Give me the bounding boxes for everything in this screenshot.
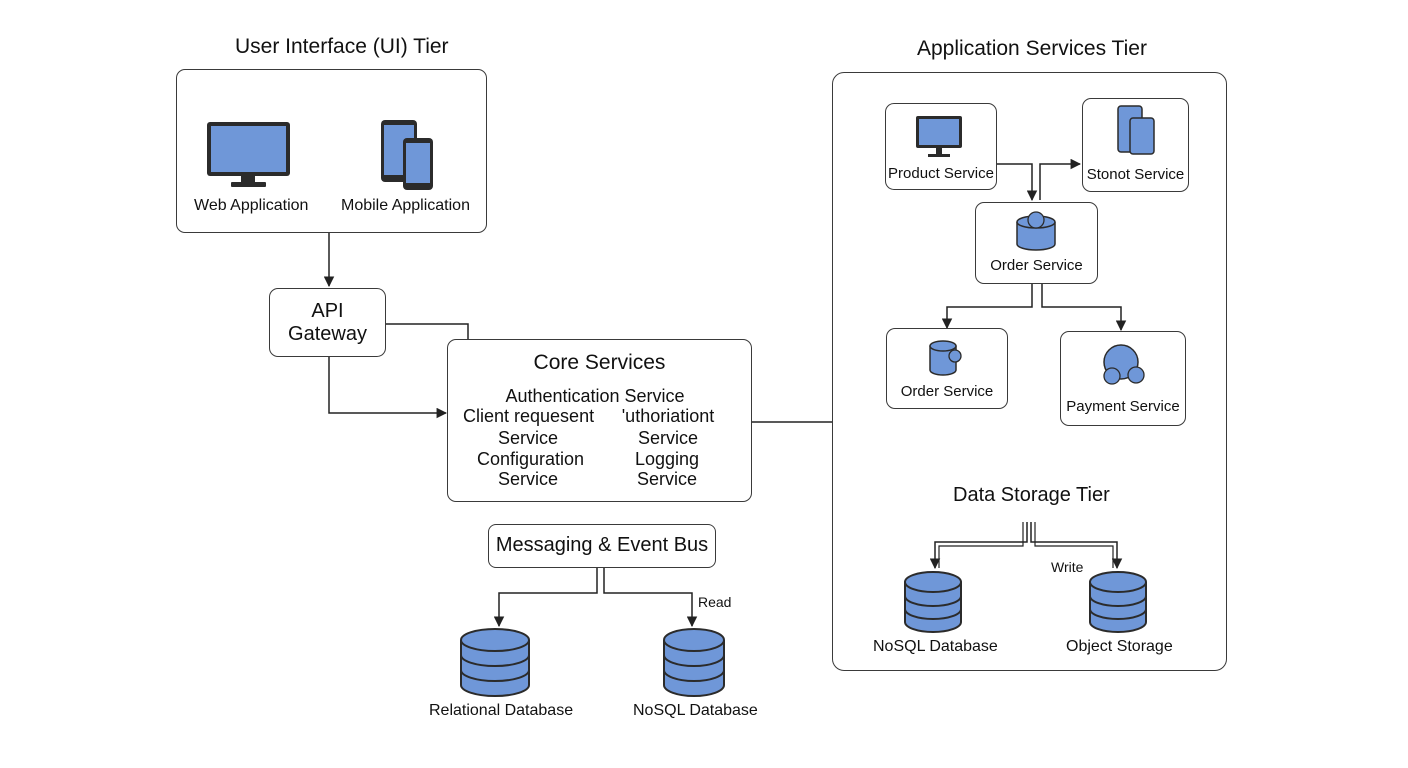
payment-service-box[interactable] — [1060, 331, 1186, 426]
mobile-devices-icon — [381, 120, 433, 190]
connector-bus-to-nosql — [603, 568, 698, 628]
client-request-service-line2: Service — [497, 428, 559, 448]
order-service-bottom-label: Order Service — [900, 383, 994, 400]
connector-storage-to-nosql — [929, 522, 1028, 570]
order-service-top-label: Order Service — [990, 257, 1083, 274]
connector-bus-to-relational — [493, 568, 598, 628]
configuration-service-line1: Configuration — [476, 449, 585, 469]
object-storage-icon — [1089, 571, 1147, 633]
connector-product-to-order — [997, 163, 1038, 202]
configuration-service-line2: Service — [497, 469, 559, 489]
client-request-service-line1: Client requesent — [463, 406, 595, 426]
connector-order-to-order — [941, 284, 1033, 330]
object-storage-label: Object Storage — [1066, 638, 1173, 655]
logging-service-line2: Service — [636, 469, 698, 489]
stonot-service-label: Stonot Service — [1086, 166, 1185, 183]
app-tier-box — [832, 72, 1227, 671]
storage-nosql-database-icon — [904, 571, 962, 633]
write-label: Write — [1051, 559, 1084, 575]
product-service-box[interactable] — [885, 103, 997, 190]
nosql-database-icon — [663, 628, 725, 697]
product-monitor-icon — [916, 116, 962, 157]
product-service-label: Product Service — [888, 165, 994, 182]
core-services-box[interactable] — [447, 339, 752, 502]
connector-order-to-payment — [1041, 284, 1127, 332]
relational-database-label: Relational Database — [429, 702, 574, 719]
api-gateway-line1: API — [311, 300, 344, 322]
stonot-service-box[interactable] — [1082, 98, 1189, 192]
authentication-service-label: Authentication Service — [505, 386, 685, 406]
monitor-icon — [207, 122, 290, 187]
api-gateway-line2: Gateway — [288, 323, 367, 345]
connector-storage-to-nosql-2 — [938, 522, 1024, 568]
connector-order-to-stonot — [1039, 158, 1082, 200]
app-tier-title: Application Services Tier — [917, 37, 1147, 60]
order-service-bottom-box[interactable] — [886, 328, 1008, 409]
storage-nosql-database-label: NoSQL Database — [873, 638, 998, 655]
api-gateway-box[interactable] — [269, 288, 386, 357]
core-services-title: Core Services — [533, 351, 666, 374]
nosql-database-label: NoSQL Database — [633, 702, 758, 719]
authorization-service-line1: 'uthoriationt — [621, 406, 715, 426]
logging-service-line1: Logging — [634, 449, 700, 469]
ui-tier-title: User Interface (UI) Tier — [235, 35, 449, 58]
messaging-bus-box[interactable] — [488, 524, 716, 568]
connector-storage-to-object-2 — [1034, 522, 1114, 568]
web-application-label: Web Application — [194, 197, 309, 214]
ui-tier-box — [176, 69, 487, 233]
order-db-small-icon — [929, 340, 962, 376]
connector-gateway-to-core-top — [386, 323, 469, 340]
payment-service-label: Payment Service — [1066, 398, 1180, 415]
connector-storage-to-object — [1030, 522, 1123, 570]
storage-tier-title: Data Storage Tier — [953, 484, 1110, 506]
relational-database-icon — [460, 628, 530, 697]
read-label: Read — [698, 594, 732, 610]
mobile-application-label: Mobile Application — [341, 197, 470, 214]
messaging-bus-title: Messaging & Event Bus — [495, 534, 709, 556]
connector-gateway-to-core — [328, 357, 448, 419]
order-service-top-box[interactable] — [975, 202, 1098, 284]
authorization-service-line2: Service — [637, 428, 699, 448]
order-database-icon — [1016, 211, 1056, 251]
payment-coins-icon — [1103, 344, 1145, 385]
document-stack-icon — [1117, 105, 1155, 155]
